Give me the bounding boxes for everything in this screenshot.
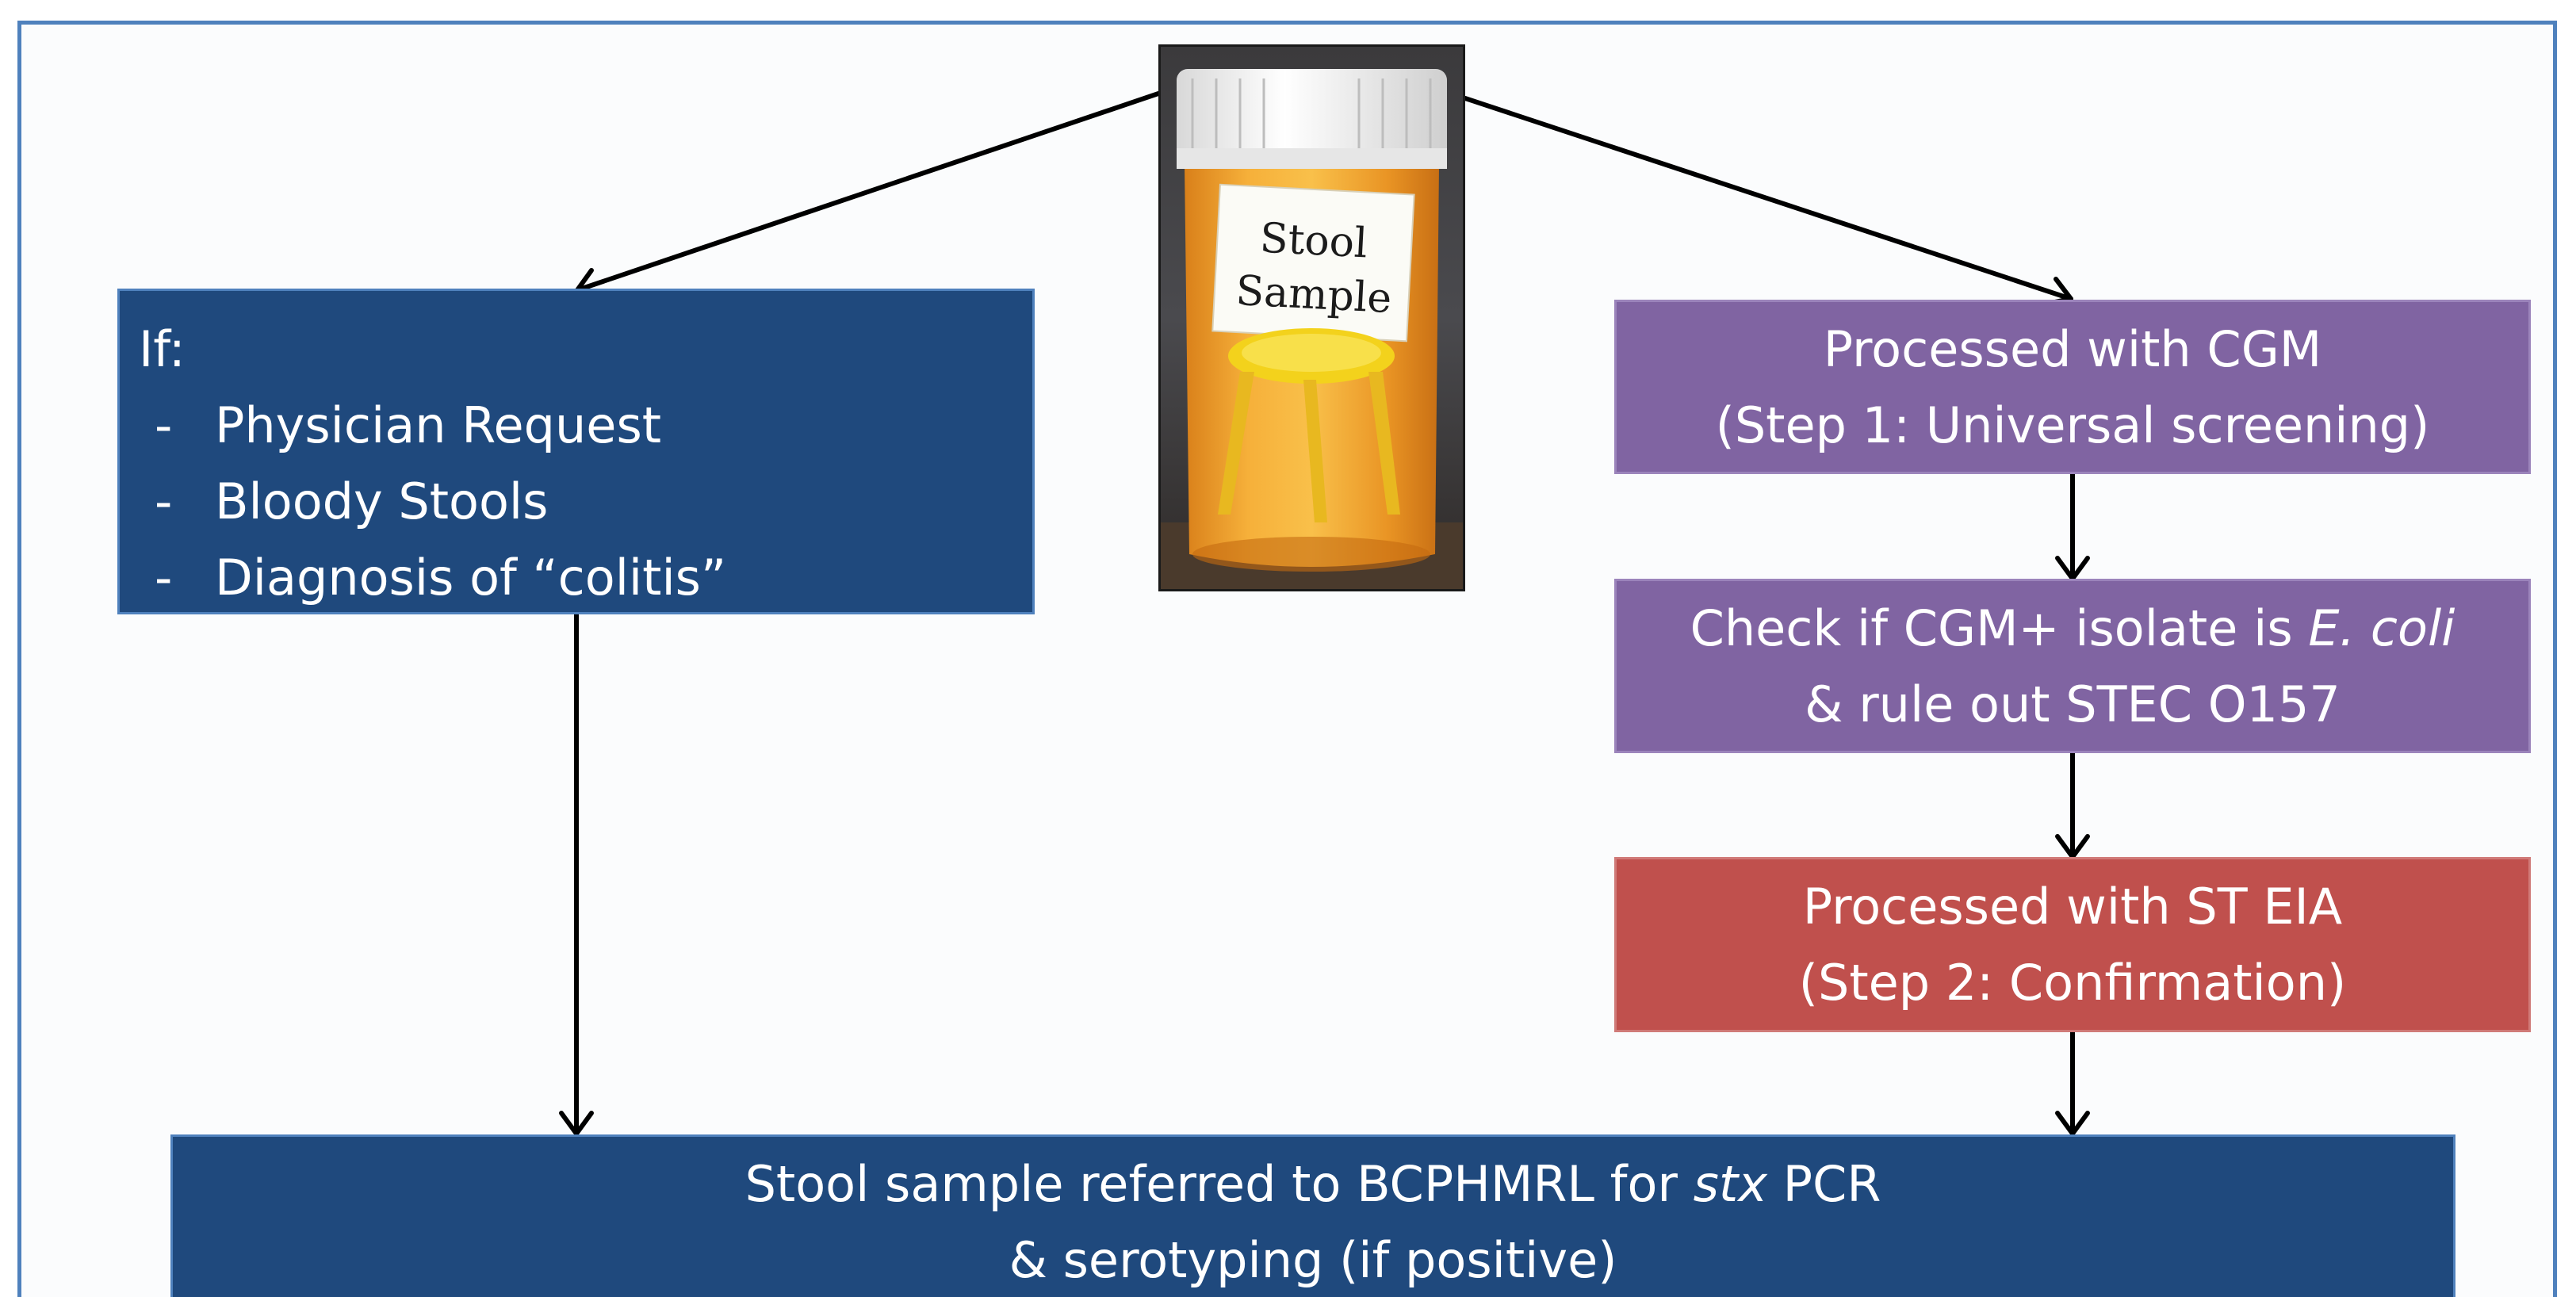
organism-name: E. coli xyxy=(2308,599,2455,657)
referral-criteria-box: If: - Physician Request - Bloody Stools … xyxy=(117,289,1035,614)
arrowhead-referral-right xyxy=(2055,1111,2090,1136)
cgm-screening-box: Processed with CGM (Step 1: Universal sc… xyxy=(1614,300,2531,474)
check-prefix: Check if CGM+ isolate is xyxy=(1690,599,2309,657)
referral-box: Stool sample referred to BCPHMRL for stx… xyxy=(170,1134,2455,1297)
eia-subtitle: (Step 2: Confirmation) xyxy=(1798,954,2347,1012)
referral-suffix: PCR xyxy=(1766,1155,1881,1213)
criteria-item-text: Bloody Stools xyxy=(215,473,549,530)
check-line-1: Check if CGM+ isolate is E. coli xyxy=(1617,591,2528,667)
stool-sample-photo: Stool Sample xyxy=(1158,44,1465,591)
criteria-list: - Physician Request - Bloody Stools - Di… xyxy=(139,388,1013,616)
list-dash: - xyxy=(155,473,173,530)
arrowhead-referral-left xyxy=(559,1111,594,1136)
arrow-photo-to-cgm xyxy=(1463,96,2073,301)
list-dash: - xyxy=(155,396,173,454)
criteria-item-text: Diagnosis of “colitis” xyxy=(215,549,727,606)
cgm-title: Processed with CGM xyxy=(1823,320,2322,378)
label-line-stool: Stool xyxy=(1259,215,1369,268)
eia-confirmation-box: Processed with ST EIA (Step 2: Confirmat… xyxy=(1614,857,2531,1032)
sample-jar-illustration: Stool Sample xyxy=(1161,47,1463,589)
gene-name: stx xyxy=(1693,1155,1767,1213)
criteria-item: - Bloody Stools xyxy=(139,464,1013,540)
criteria-item: - Physician Request xyxy=(139,388,1013,464)
criteria-heading: If: xyxy=(139,320,186,378)
eia-title: Processed with ST EIA xyxy=(1802,878,2343,935)
cgm-subtitle: (Step 1: Universal screening) xyxy=(1715,396,2430,454)
list-dash: - xyxy=(155,549,173,606)
referral-line-2: & serotyping (if positive) xyxy=(1009,1231,1617,1289)
referral-prefix: Stool sample referred to BCPHMRL for xyxy=(744,1155,1694,1213)
isolate-check-box: Check if CGM+ isolate is E. coli & rule … xyxy=(1614,579,2531,753)
criteria-item-text: Physician Request xyxy=(215,396,662,454)
referral-line-1: Stool sample referred to BCPHMRL for stx… xyxy=(173,1146,2453,1222)
check-line-2: & rule out STEC O157 xyxy=(1805,675,2341,733)
arrow-photo-to-criteria xyxy=(575,91,1161,293)
label-line-sample: Sample xyxy=(1234,267,1392,323)
criteria-item: - Diagnosis of “colitis” xyxy=(139,540,1013,616)
